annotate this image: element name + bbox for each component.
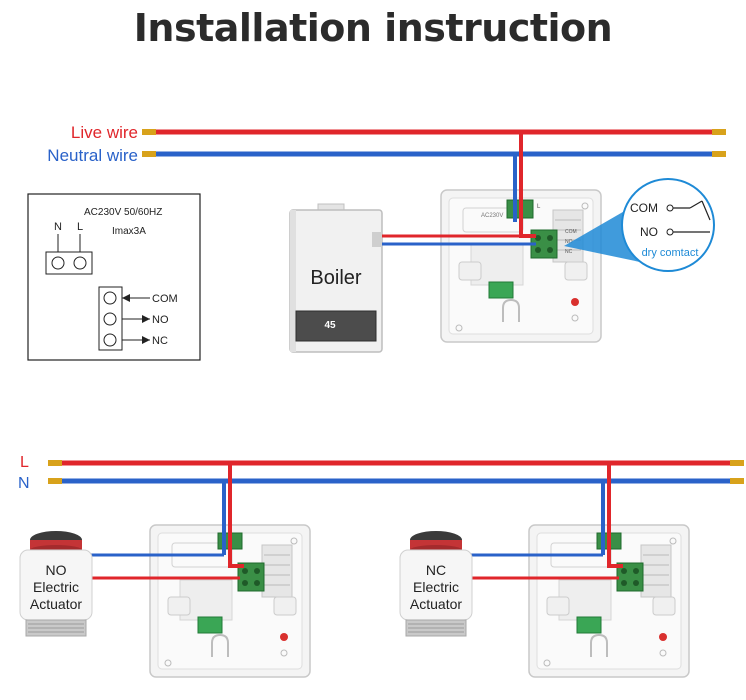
live-wire-label: Live wire xyxy=(71,123,138,142)
schematic-label-n: N xyxy=(54,221,62,233)
thermostat-voltage-label: AC230V xyxy=(481,213,503,219)
boiler-display xyxy=(295,310,377,342)
terminal-l-label: L xyxy=(537,204,541,210)
dry-contact-callout: COM NO dry comtact xyxy=(564,178,715,272)
neutral-wire xyxy=(142,151,726,157)
page-title: Installation instruction xyxy=(133,6,613,50)
left-actuator-line-2: Electric xyxy=(33,579,79,595)
right-actuator-line-3: Actuator xyxy=(410,596,462,612)
left-actuator-line-3: Actuator xyxy=(30,596,82,612)
terminal-com-label: COM xyxy=(565,229,577,235)
terminal-no-label: NO xyxy=(565,239,573,245)
terminal-nc-label: NC xyxy=(565,249,573,255)
left-actuator-line-1: NO xyxy=(46,562,67,578)
schematic-rating-voltage: AC230V 50/60HZ xyxy=(84,207,162,218)
callout-caption: dry comtact xyxy=(642,247,699,259)
right-actuator-line-2: Electric xyxy=(413,579,459,595)
line-l-label: L xyxy=(20,454,29,471)
bottom-neutral-wire xyxy=(48,478,744,484)
nc-electric-actuator: NC Electric Actuator xyxy=(399,530,473,637)
callout-com-label: COM xyxy=(630,201,658,215)
schematic-rating-current: Imax3A xyxy=(112,226,146,237)
line-n-label: N xyxy=(18,475,30,492)
bottom-live-wire xyxy=(48,460,744,466)
boiler: Boiler 45 xyxy=(289,203,383,353)
schematic-label-l: L xyxy=(77,221,83,233)
neutral-wire-label: Neutral wire xyxy=(47,146,138,165)
no-electric-actuator: NO Electric Actuator xyxy=(19,530,93,637)
schematic-label-com: COM xyxy=(152,293,178,305)
schematic-label-no: NO xyxy=(152,314,169,326)
callout-no-label: NO xyxy=(640,225,658,239)
top-section: Live wire Neutral wire AC230V N L COM NO… xyxy=(47,123,726,353)
boiler-label: Boiler xyxy=(310,267,361,289)
boiler-display-value: 45 xyxy=(324,320,336,331)
schematic-label-nc: NC xyxy=(152,335,168,347)
live-wire xyxy=(142,129,726,135)
terminal-schematic: AC230V 50/60HZ Imax3A N L COM NO NC xyxy=(27,193,201,361)
bottom-section: L N NO Electric xyxy=(18,454,744,678)
right-actuator-line-1: NC xyxy=(426,562,446,578)
